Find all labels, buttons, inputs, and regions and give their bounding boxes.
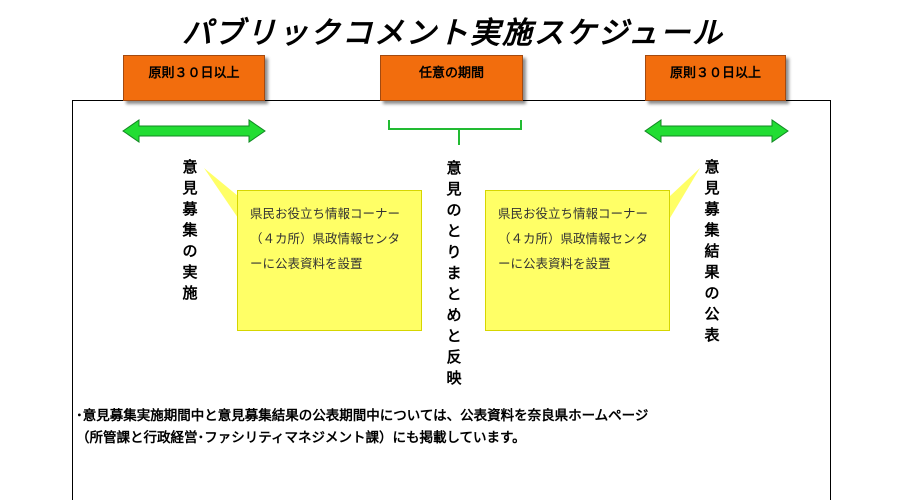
- callout-2-tail: [670, 168, 700, 218]
- phase-label-3: 意見募集結果の公表: [704, 158, 720, 344]
- footer-note: ･意見募集実施期間中と意見募集結果の公表期間中については、公表資料を奈良県ホーム…: [76, 405, 816, 449]
- footer-note-line-2: （所管課と行政経営･ファシリティマネジメント課）にも掲載しています。: [76, 430, 526, 446]
- period-box-3: 原則３０日以上: [645, 55, 786, 101]
- callout-1: 県民お役立ち情報コーナー（４カ所）県政情報センターに公表資料を設置: [237, 190, 422, 331]
- phase-label-2: 意見のとりまとめと反映: [446, 159, 462, 387]
- period-box-2: 任意の期間: [380, 55, 523, 101]
- footer-note-line-1: ･意見募集実施期間中と意見募集結果の公表期間中については、公表資料を奈良県ホーム…: [76, 408, 649, 424]
- callout-2: 県民お役立ち情報コーナー（４カ所）県政情報センターに公表資料を設置: [485, 190, 670, 331]
- double-arrow-right: [644, 119, 789, 143]
- callout-1-tail: [204, 168, 238, 218]
- phase-label-1: 意見募集の実施: [182, 158, 198, 302]
- page-title: パブリックコメント実施スケジュール: [182, 16, 724, 51]
- period-box-1: 原則３０日以上: [123, 55, 265, 101]
- period-bracket: [388, 120, 522, 145]
- double-arrow-left: [122, 119, 266, 143]
